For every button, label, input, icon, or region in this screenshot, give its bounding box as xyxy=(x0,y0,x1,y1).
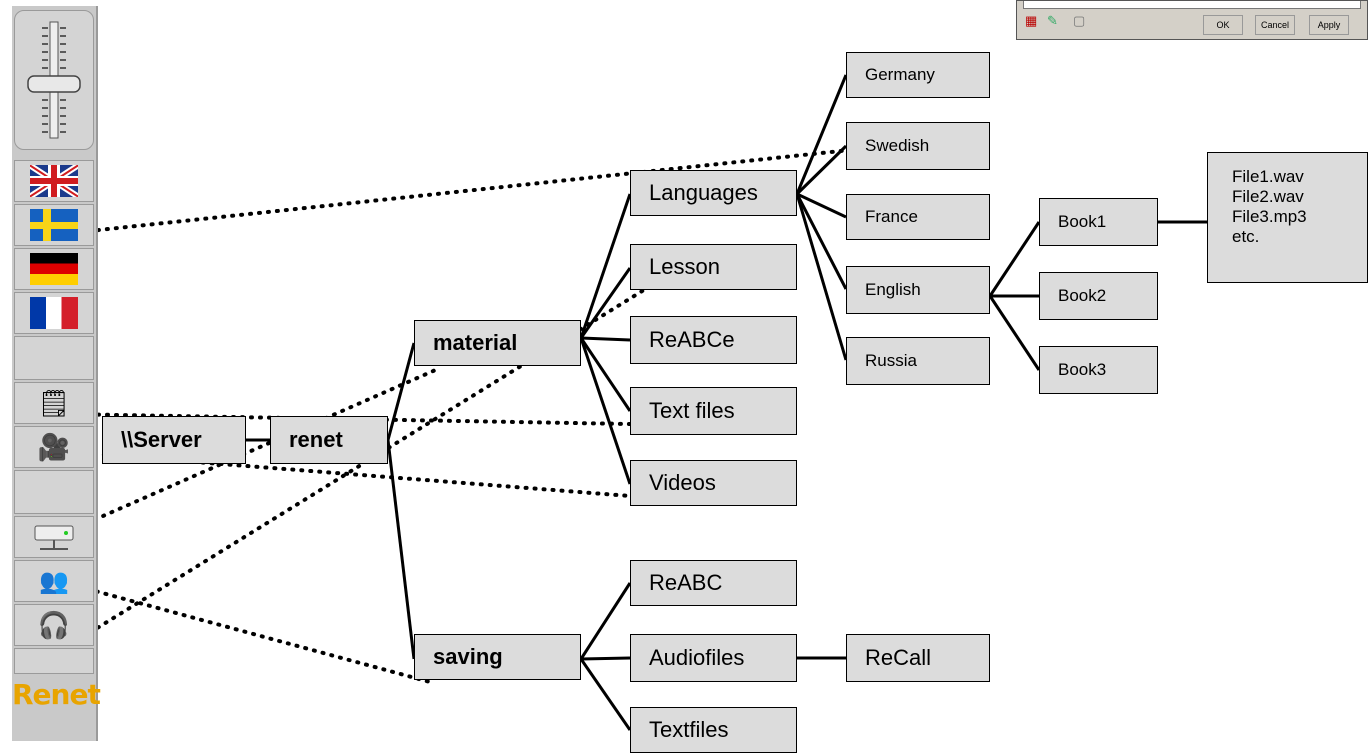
blank-button[interactable] xyxy=(14,648,94,674)
slider-icon xyxy=(27,21,81,139)
edge-saving-audiofiles xyxy=(580,656,631,661)
edge-material-reabce xyxy=(580,336,631,342)
node-book1: Book1 xyxy=(1039,198,1158,246)
edge-renet-saving xyxy=(386,439,416,660)
node-videos: Videos xyxy=(630,460,797,506)
sweden-flag-icon xyxy=(30,209,78,241)
file-item: File3.mp3 xyxy=(1232,207,1307,226)
cancel-button[interactable]: Cancel xyxy=(1255,15,1295,35)
node-reabce: ReABCe xyxy=(630,316,797,364)
node-book1-files: File1.wav File2.wav File3.mp3 etc. xyxy=(1207,152,1368,283)
projector-icon: 🎥 xyxy=(37,431,71,462)
headset-icon: 🎧 xyxy=(37,609,71,640)
dotted-sweden-languages xyxy=(78,148,852,234)
uk-flag-icon xyxy=(30,165,78,197)
france-flag-icon xyxy=(30,297,78,329)
node-renet: renet xyxy=(270,416,388,464)
headset-button[interactable]: 🎧 xyxy=(14,604,94,646)
edge-languages-germany xyxy=(795,74,848,195)
node-germany: Germany xyxy=(846,52,990,98)
users-icon: 👥 xyxy=(39,567,69,595)
dotted-server-material xyxy=(60,366,442,536)
projector-button[interactable]: 🎥 xyxy=(14,426,94,468)
document-icon: ▢ xyxy=(1073,13,1086,28)
node-english: English xyxy=(846,266,990,314)
node-saving: saving xyxy=(414,634,581,680)
node-lesson: Lesson xyxy=(630,244,797,290)
server-button[interactable] xyxy=(14,516,94,558)
edge-material-videos xyxy=(579,337,632,485)
edge-languages-english xyxy=(795,193,848,290)
dotted-projector-videos xyxy=(66,450,632,498)
flag-uk-button[interactable] xyxy=(14,160,94,202)
renet-logo: Renet xyxy=(12,678,101,711)
node-text-files: Text files xyxy=(630,387,797,435)
node-france: France xyxy=(846,194,990,240)
file-item: File2.wav xyxy=(1232,187,1304,206)
color-palette-icon: ▦ xyxy=(1025,13,1038,28)
node-audiofiles: Audiofiles xyxy=(630,634,797,682)
node-russia: Russia xyxy=(846,337,990,385)
edge-english-book1 xyxy=(988,221,1041,297)
properties-dialog-fragment: ▦ ✎ ▢ OK Cancel Apply xyxy=(1016,0,1368,40)
file-item: File1.wav xyxy=(1232,167,1304,186)
edge-saving-reabc xyxy=(579,582,632,660)
germany-flag-icon xyxy=(30,253,78,285)
node-recall: ReCall xyxy=(846,634,990,682)
node-swedish: Swedish xyxy=(846,122,990,170)
node-server: \\Server xyxy=(102,416,246,464)
file-item: etc. xyxy=(1232,227,1260,246)
volume-slider[interactable] xyxy=(14,10,94,150)
edge-languages-france xyxy=(796,192,847,219)
node-languages: Languages xyxy=(630,170,797,216)
node-material: material xyxy=(414,320,581,366)
node-textfiles: Textfiles xyxy=(630,707,797,753)
edge-languages-russia xyxy=(795,193,848,361)
node-reabc: ReABC xyxy=(630,560,797,606)
edge-material-textfiles xyxy=(579,337,632,412)
blank-button[interactable] xyxy=(14,470,94,514)
blank-button[interactable] xyxy=(14,336,94,380)
edge-material-languages xyxy=(579,193,632,339)
flag-sweden-button[interactable] xyxy=(14,204,94,246)
notepad-button[interactable]: 🗒 xyxy=(14,382,94,424)
node-book2: Book2 xyxy=(1039,272,1158,320)
dotted-users-saving xyxy=(60,580,432,684)
notepad-icon: 🗒 xyxy=(37,387,71,418)
server-icon xyxy=(34,525,74,550)
apply-button[interactable]: Apply xyxy=(1309,15,1349,35)
edge-material-lesson xyxy=(579,267,632,339)
tool-icon: ✎ xyxy=(1047,13,1058,28)
edge-languages-swedish xyxy=(795,144,848,196)
node-book3: Book3 xyxy=(1039,346,1158,394)
edge-renet-material xyxy=(386,342,416,441)
edge-english-book3 xyxy=(988,295,1041,371)
dialog-field xyxy=(1023,1,1361,9)
left-toolbar: 🗒 🎥 👥 🎧 Renet xyxy=(12,6,101,741)
flag-france-button[interactable] xyxy=(14,292,94,334)
ok-button[interactable]: OK xyxy=(1203,15,1243,35)
edge-saving-textfiles xyxy=(579,658,632,731)
users-button[interactable]: 👥 xyxy=(14,560,94,602)
flag-germany-button[interactable] xyxy=(14,248,94,290)
